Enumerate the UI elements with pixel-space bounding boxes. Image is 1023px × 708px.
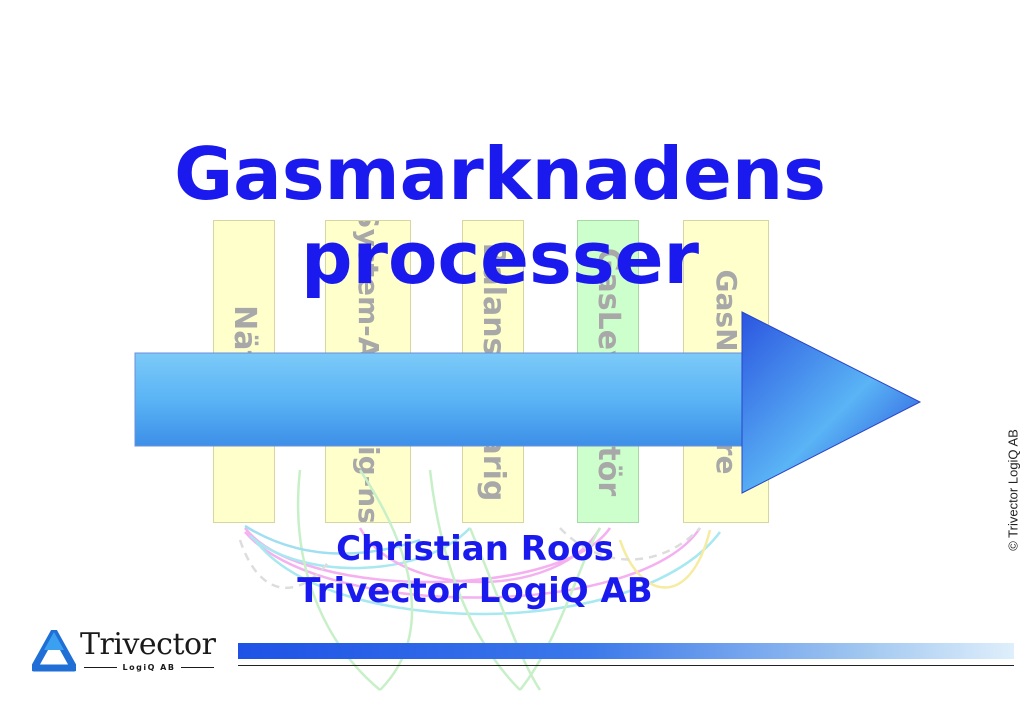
triangle-logo-icon — [32, 630, 76, 672]
title-line-1: Gasmarknadens — [174, 132, 826, 216]
flow-curve — [254, 531, 722, 616]
logo-rule — [84, 667, 117, 668]
flow-curves — [238, 469, 722, 691]
presenter-company: Trivector LogiQ AB — [297, 571, 653, 611]
flow-curve — [238, 539, 331, 590]
flow-curve — [358, 527, 602, 584]
flow-curve — [468, 527, 542, 691]
presenter-name: Christian Roos — [336, 529, 614, 569]
logo-rule — [181, 667, 214, 668]
flow-curve — [559, 527, 701, 561]
flow-curve — [428, 469, 521, 691]
logo-wordmark: Trivector — [80, 627, 216, 662]
company-logo: Trivector LogiQ AB — [32, 628, 218, 678]
flow-curve — [249, 527, 471, 570]
slide-title: Gasmarknadens processer — [100, 132, 900, 300]
big-arrow-right-icon — [134, 311, 922, 494]
flow-curve — [244, 524, 421, 555]
footer-divider — [238, 665, 1014, 666]
title-line-2: processer — [300, 216, 700, 300]
flow-curve — [358, 469, 414, 691]
copyright-notice: © Trivector LogiQ AB — [1005, 429, 1021, 551]
logo-subtext: LogiQ AB — [122, 663, 176, 672]
flow-curve — [296, 469, 381, 691]
flow-curve — [519, 527, 602, 691]
logo-subline: LogiQ AB — [84, 663, 214, 672]
flow-curve — [244, 527, 702, 599]
footer-gradient-bar — [238, 643, 1014, 659]
presenter-block: Christian Roos Trivector LogiQ AB — [225, 528, 725, 612]
